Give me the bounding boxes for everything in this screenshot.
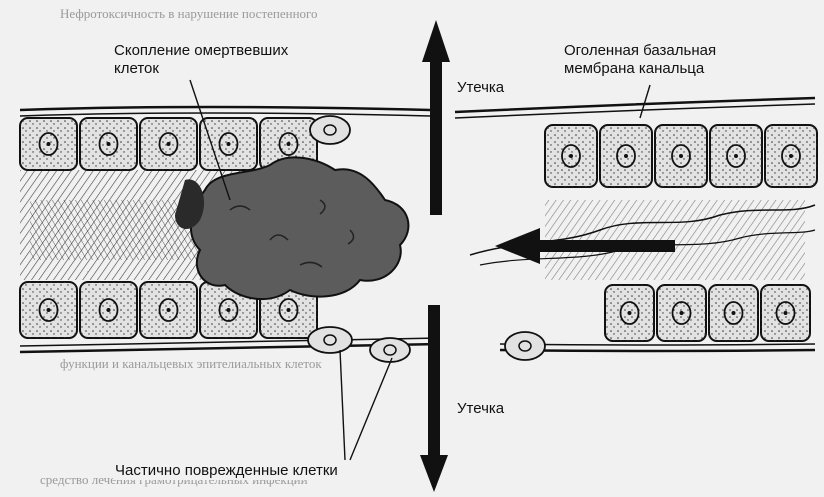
leak-arrow-up	[422, 20, 450, 215]
leak-arrow-down	[420, 305, 448, 492]
epithelial-cell	[544, 124, 598, 188]
bleed-through-text: функции и канальцевых эпителиальных клет…	[60, 356, 322, 371]
epithelial-cell	[19, 117, 78, 171]
bleed-through-text: Нефротоксичность в нарушение постепенног…	[60, 6, 318, 21]
loose-damaged-cells	[307, 115, 546, 363]
right-bottom-cell-row	[604, 284, 811, 342]
epithelial-cell	[599, 124, 653, 188]
leader-lines	[189, 79, 651, 461]
epithelial-cell	[654, 124, 708, 188]
epithelial-cell	[199, 117, 258, 171]
epithelial-cell	[139, 117, 198, 171]
leak-top-label: Утечка	[455, 79, 507, 97]
epithelial-cell	[19, 281, 78, 339]
dead-cells-label: Скопление омертвевших клеток	[112, 42, 291, 78]
epithelial-cell	[760, 284, 811, 342]
epithelial-cell	[139, 281, 198, 339]
damaged-cell	[307, 326, 353, 354]
epithelial-cell	[764, 124, 818, 188]
leak-arrow-left	[495, 228, 675, 264]
epithelial-cell	[604, 284, 655, 342]
right-top-cell-row	[544, 124, 818, 188]
epithelial-cell	[708, 284, 759, 342]
bare-membrane-label: Оголенная базальная мембрана канальца	[562, 42, 719, 78]
left-top-cell-row	[19, 117, 318, 171]
epithelial-cell	[79, 117, 138, 171]
epithelial-cell	[709, 124, 763, 188]
damaged-cell	[369, 337, 411, 363]
epithelial-cell	[656, 284, 707, 342]
dead-cell-cluster	[175, 156, 410, 301]
epithelial-cell	[79, 281, 138, 339]
damaged-cell	[309, 115, 351, 145]
leak-bottom-label: Утечка	[455, 400, 507, 418]
damaged-cells-label: Частично поврежденные клетки	[113, 462, 340, 480]
damaged-cell	[504, 331, 546, 361]
